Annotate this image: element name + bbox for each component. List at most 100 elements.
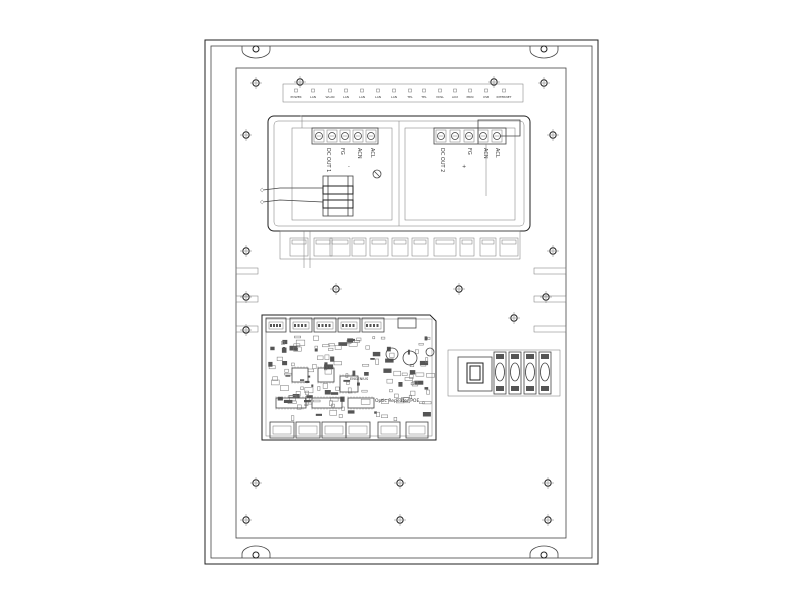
cable-left (260, 187, 324, 205)
rj45-port (377, 421, 401, 439)
smd-component (422, 412, 431, 417)
smd-component (427, 336, 431, 340)
terminal-screw (437, 132, 445, 140)
smd-component (385, 358, 394, 363)
smd-component (365, 345, 370, 350)
smd-component (415, 372, 425, 377)
terminal-screw (367, 132, 375, 140)
smd-component (381, 399, 389, 404)
rj45-port (345, 421, 371, 439)
terminal-cell (449, 129, 461, 143)
port-label: LAN (343, 95, 349, 99)
board-brand: ENGENIUS (350, 377, 369, 381)
fuse-holder (322, 175, 354, 217)
smd-component (272, 376, 278, 381)
smd-component (360, 398, 371, 405)
terminal-screw (354, 132, 362, 140)
rj45-port (269, 421, 295, 439)
connector (433, 237, 457, 257)
terminal-screw (341, 132, 349, 140)
connector (369, 237, 389, 257)
board-components (268, 335, 435, 421)
port-label: WLAN (325, 95, 334, 99)
connector (289, 237, 309, 257)
crosshair-screw (547, 245, 559, 257)
fg-label-left: FG (339, 148, 345, 155)
smd-component (422, 401, 432, 405)
din-terminal (508, 351, 522, 395)
crosshair-screw (240, 514, 252, 526)
led-indicator (453, 88, 457, 93)
led-indicator (422, 88, 426, 93)
rj45-port (289, 317, 313, 333)
neg-label: - (348, 164, 350, 170)
led-indicator (392, 88, 396, 93)
smd-component (372, 336, 376, 340)
led-indicator (438, 88, 442, 93)
smd-component (295, 339, 306, 346)
smd-component (357, 382, 360, 386)
smd-component (331, 392, 339, 395)
smd-component (393, 417, 398, 421)
smd-component (362, 364, 370, 367)
crosshair-screw (542, 477, 554, 489)
smd-component (314, 348, 318, 352)
pos-label: + (462, 164, 466, 170)
crosshair-screw (540, 291, 552, 303)
smd-component (364, 372, 369, 376)
smd-component (283, 347, 286, 352)
smd-component (284, 368, 289, 373)
port-label: POWER (290, 95, 301, 99)
smd-component (361, 389, 368, 393)
smd-component (315, 413, 322, 416)
dc-out-2-label: DC OUT 2 (439, 148, 445, 172)
din-terminal (523, 351, 537, 395)
port-label: LAN (391, 95, 397, 99)
terminal-cell (463, 129, 475, 143)
acl-label-left: ACL (369, 148, 375, 158)
smd-component (324, 354, 330, 360)
smd-component (383, 368, 392, 373)
terminal-cell (326, 129, 338, 143)
smd-component (297, 404, 302, 410)
crosshair-screw (538, 77, 550, 89)
smd-component (394, 393, 399, 399)
acn-label-left: ACN (356, 148, 362, 159)
port-label: LAN (359, 95, 365, 99)
smd-component (370, 358, 375, 360)
enclosure (204, 39, 599, 565)
crosshair-screw (240, 324, 252, 336)
connector (391, 237, 409, 257)
smd-component (396, 398, 405, 404)
terminal-screw (315, 132, 323, 140)
smd-component (411, 381, 419, 387)
led-indicator (294, 88, 298, 93)
led-indicator (468, 88, 472, 93)
crosshair-screw (542, 514, 554, 526)
smd-component (380, 336, 386, 340)
smd-component (291, 362, 295, 367)
connector (351, 237, 367, 257)
smd-component (300, 386, 304, 390)
crosshair-screw (547, 129, 559, 141)
smd-component (328, 347, 334, 351)
smd-component (375, 358, 379, 365)
smd-component (282, 361, 288, 366)
rj45-port (361, 317, 385, 333)
smd-component (300, 379, 305, 381)
wire-loop (477, 119, 521, 144)
smd-component (285, 375, 291, 377)
connector (329, 237, 351, 257)
smd-component (324, 368, 332, 375)
smd-component (381, 414, 388, 418)
crosshair-screw (250, 77, 262, 89)
smd-component (424, 336, 428, 341)
smd-component (307, 368, 314, 373)
smd-component (313, 399, 321, 403)
terminal-cell (339, 129, 351, 143)
smd-component (407, 349, 410, 355)
indicator-led (372, 169, 382, 179)
smd-component (317, 386, 321, 391)
smd-component (352, 370, 356, 376)
